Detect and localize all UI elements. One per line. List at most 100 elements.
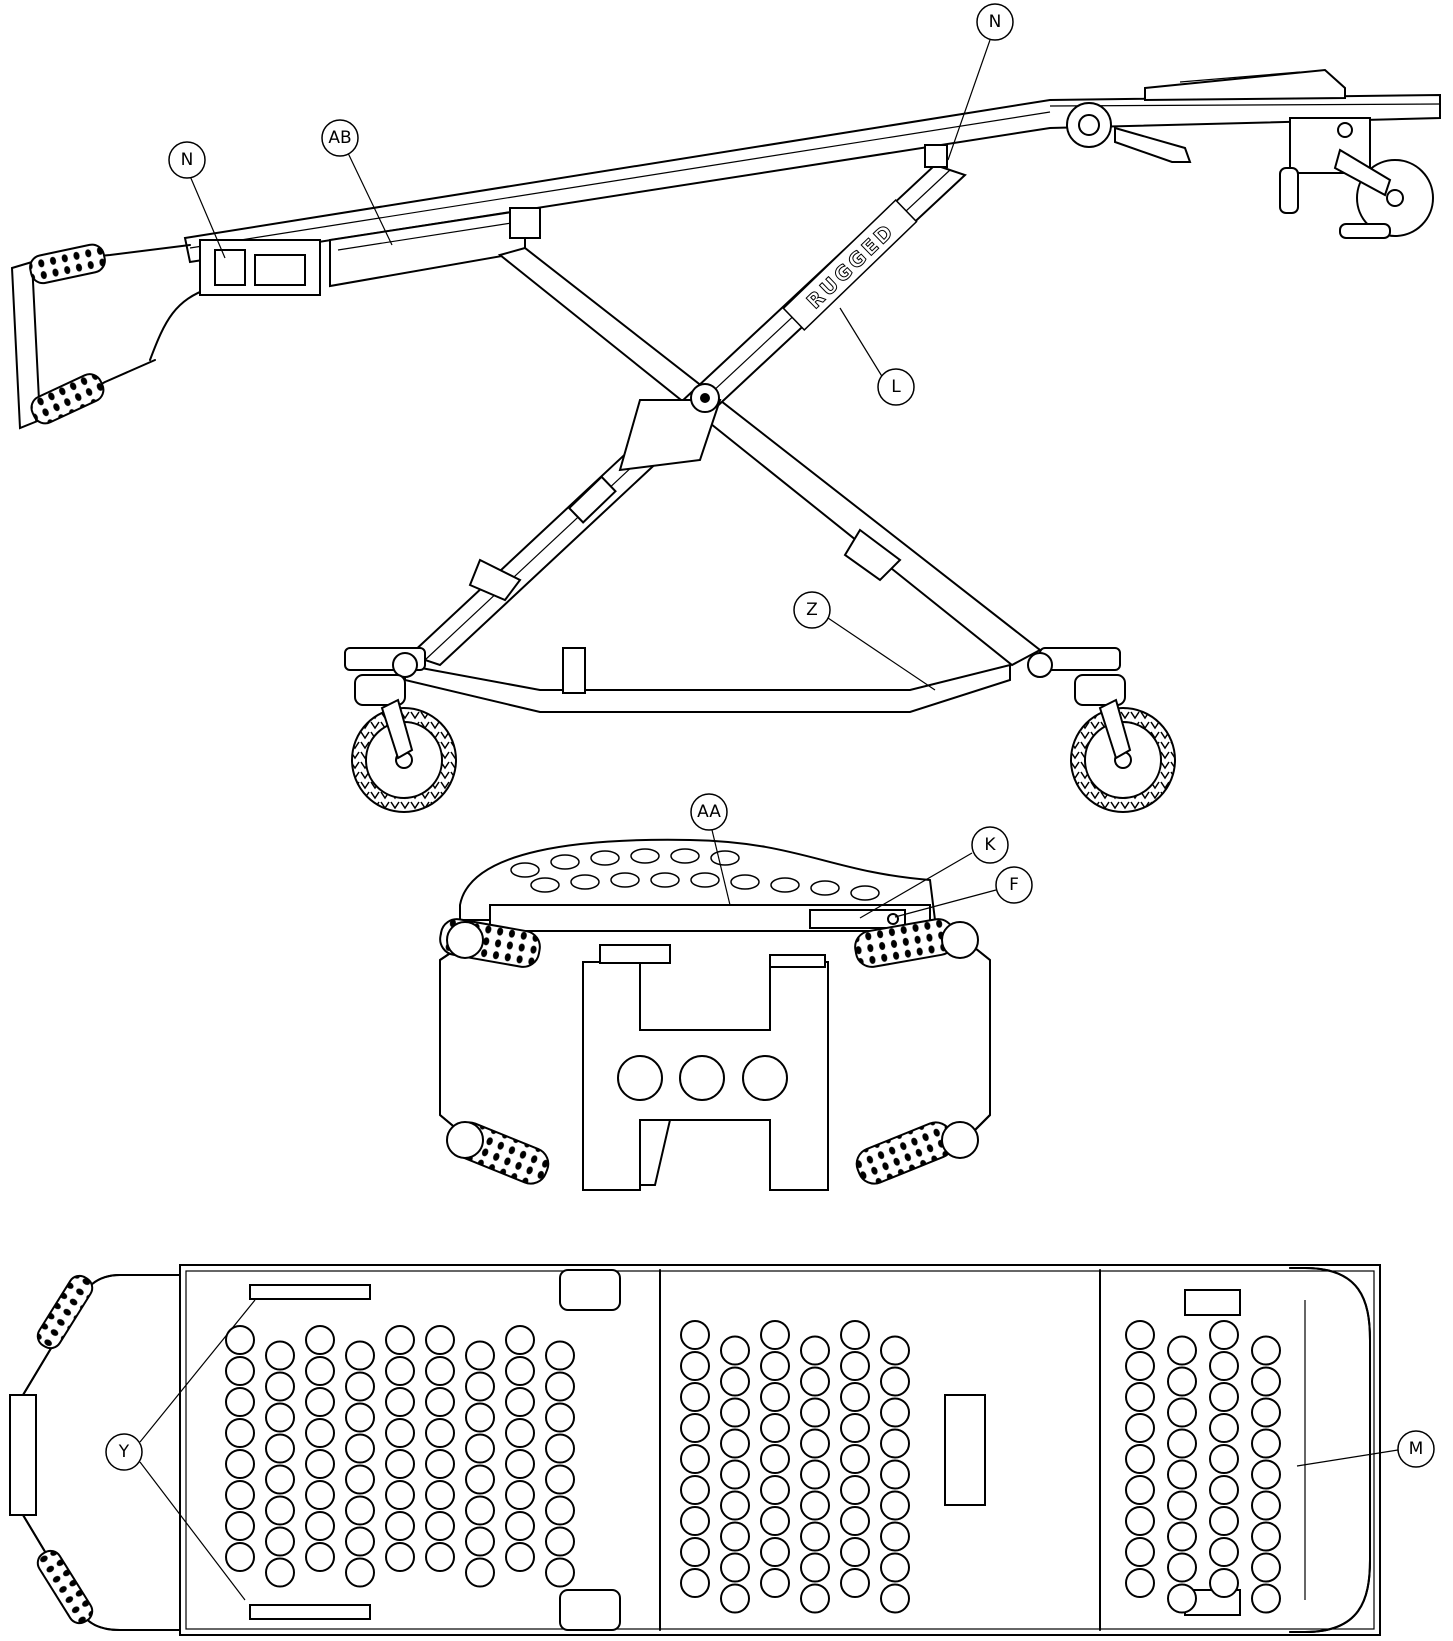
deck-hole <box>225 1480 255 1510</box>
deck-hole <box>760 1475 790 1505</box>
deck-hole <box>1167 1552 1197 1583</box>
deck-hole <box>225 1418 255 1448</box>
deck-hole <box>1251 1397 1281 1428</box>
deck-hole <box>305 1511 335 1541</box>
deck-hole <box>680 1506 710 1536</box>
callout-aa: AA <box>690 793 731 906</box>
deck-hole <box>720 1552 750 1583</box>
deck-hole <box>800 1490 830 1521</box>
deck-hole <box>385 1356 415 1386</box>
deck-hole <box>305 1449 335 1479</box>
deck-hole <box>800 1552 830 1583</box>
deck-hole <box>880 1521 910 1552</box>
svg-text:K: K <box>984 835 996 855</box>
deck-hole <box>720 1428 750 1459</box>
deck-hole <box>720 1459 750 1490</box>
foot-end-handle <box>10 239 321 430</box>
deck-hole <box>1167 1490 1197 1521</box>
deck-hole <box>840 1382 870 1412</box>
deck-hole <box>305 1387 335 1417</box>
deck-hole <box>1125 1413 1155 1443</box>
callout-l: L <box>839 307 915 406</box>
deck-hole <box>720 1583 750 1614</box>
deck-hole <box>800 1366 830 1397</box>
deck-hole <box>880 1552 910 1583</box>
callout-n-left: N <box>168 141 226 259</box>
deck-hole <box>760 1506 790 1536</box>
deck-hole <box>760 1568 790 1598</box>
deck-hole <box>760 1320 790 1350</box>
deck-hole <box>880 1428 910 1459</box>
callout-ab: AB <box>321 119 393 246</box>
callout-f: F <box>894 866 1033 918</box>
deck-hole <box>1125 1537 1155 1567</box>
deck-hole <box>545 1402 575 1433</box>
deck-hole <box>265 1402 295 1433</box>
deck-hole <box>425 1418 455 1448</box>
deck-hole <box>1167 1459 1197 1490</box>
deck-hole <box>800 1583 830 1614</box>
deck-hole <box>720 1521 750 1552</box>
deck-hole <box>680 1475 710 1505</box>
deck-hole <box>505 1418 535 1448</box>
deck-hole <box>840 1475 870 1505</box>
deck-hole <box>545 1371 575 1402</box>
base-frame <box>344 647 1176 813</box>
deck-hole <box>1209 1506 1239 1536</box>
deck-hole <box>880 1490 910 1521</box>
deck-hole <box>345 1371 375 1402</box>
deck-hole <box>465 1433 495 1464</box>
deck-hole <box>680 1568 710 1598</box>
svg-text:N: N <box>989 12 1002 32</box>
deck-hole <box>880 1335 910 1366</box>
deck-hole <box>1125 1475 1155 1505</box>
deck-hole <box>385 1511 415 1541</box>
deck-hole <box>760 1351 790 1381</box>
deck-hole <box>505 1325 535 1355</box>
deck-hole <box>465 1526 495 1557</box>
deck-hole <box>800 1521 830 1552</box>
deck-hole <box>1251 1521 1281 1552</box>
deck-hole <box>385 1325 415 1355</box>
svg-text:N: N <box>181 150 194 170</box>
deck-hole <box>505 1511 535 1541</box>
deck-hole <box>425 1480 455 1510</box>
deck-hole <box>720 1366 750 1397</box>
deck-hole <box>545 1495 575 1526</box>
deck-hole <box>505 1356 535 1386</box>
deck-hole <box>345 1495 375 1526</box>
deck-hole <box>800 1335 830 1366</box>
deck-hole <box>1125 1568 1155 1598</box>
callout-n-right: N <box>947 3 1014 161</box>
deck-hole <box>225 1387 255 1417</box>
deck-hole <box>465 1464 495 1495</box>
deck-hole <box>1167 1428 1197 1459</box>
deck-hole <box>840 1537 870 1567</box>
callout-z: Z <box>793 591 936 691</box>
deck-hole <box>800 1459 830 1490</box>
deck-hole <box>345 1402 375 1433</box>
deck-hole <box>305 1418 335 1448</box>
deck-hole <box>1209 1537 1239 1567</box>
callout-k: K <box>859 826 1009 919</box>
deck-hole <box>545 1526 575 1557</box>
deck-hole <box>345 1464 375 1495</box>
svg-text:Z: Z <box>806 600 818 620</box>
deck-hole <box>1209 1351 1239 1381</box>
deck-hole <box>305 1542 335 1572</box>
deck-hole <box>880 1397 910 1428</box>
deck-hole <box>680 1413 710 1443</box>
svg-text:M: M <box>1409 1439 1424 1459</box>
head-end-wheel <box>1279 117 1434 239</box>
deck-hole <box>345 1557 375 1588</box>
deck-hole <box>800 1397 830 1428</box>
deck-hole <box>1251 1366 1281 1397</box>
deck-hole <box>1167 1521 1197 1552</box>
deck-hole <box>505 1480 535 1510</box>
deck-hole <box>1125 1506 1155 1536</box>
deck-hole <box>1251 1490 1281 1521</box>
deck-hole <box>760 1413 790 1443</box>
deck-hole <box>225 1356 255 1386</box>
deck-hole <box>1125 1320 1155 1350</box>
